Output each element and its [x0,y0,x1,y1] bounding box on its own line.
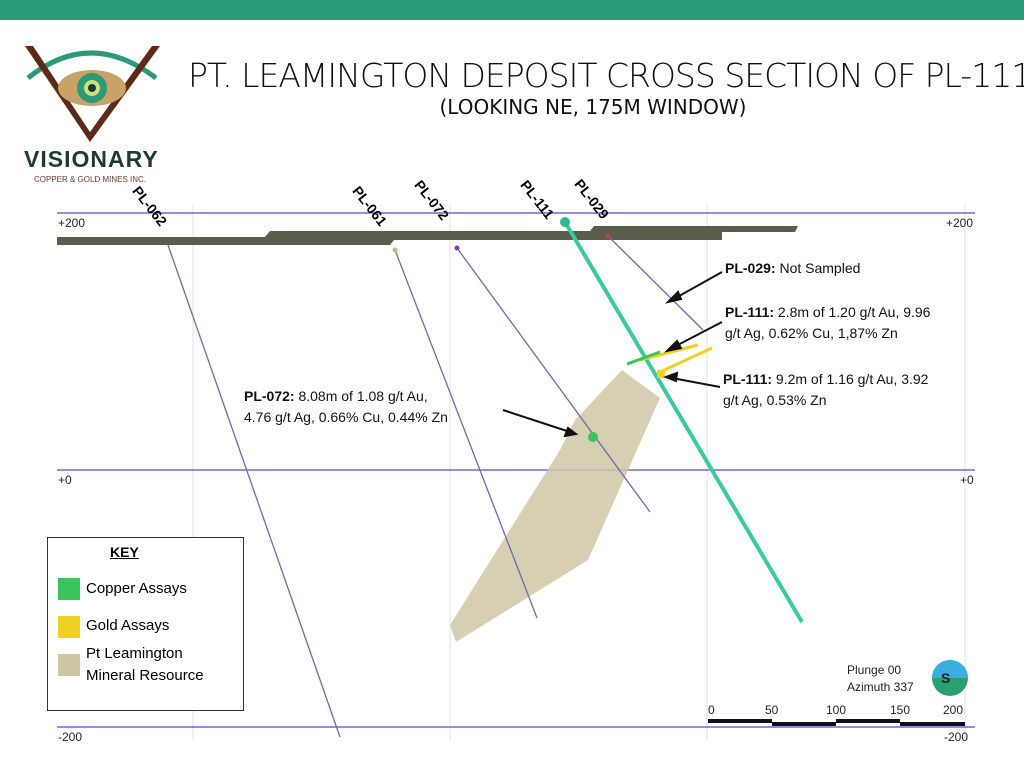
scale-label-50: 50 [765,703,779,717]
compass-icon [932,660,968,696]
logo-name: VISIONARY [24,146,159,172]
elev-label-bottom-left: -200 [58,730,83,744]
legend-swatch-copper [58,578,80,600]
trace-pl-061 [394,249,538,619]
mineral-resource-body [450,370,660,642]
copper-assay [626,350,661,366]
collar-pl-111 [560,217,570,227]
trace-pl-062 [167,244,341,738]
scale-label-150: 150 [890,703,911,717]
trace-pl-029 [607,235,704,331]
annotation-pl-029: PL-029: Not Sampled [725,260,861,276]
trace-pl-072 [456,247,651,513]
visionary-logo [25,46,160,142]
page-subtitle: (LOOKING NE, 175M WINDOW) [439,95,747,119]
surface-overburden [57,226,798,245]
gold-assay [659,346,713,374]
annotation-arrows [502,271,723,438]
legend-label-resource: Pt Leamington [86,645,183,662]
elev-label-top-left: +200 [58,216,86,230]
legend-swatch-resource [58,654,80,676]
page-title: PT. LEAMINGTON DEPOSIT CROSS SECTION OF … [188,56,1024,95]
scale-label-0: 0 [708,703,715,717]
annotation-pl-072: PL-072: 8.08m of 1.08 g/t Au,4.76 g/t Ag… [244,388,448,425]
legend-title: KEY [110,544,139,560]
legend-label-resource-2: Mineral Resource [86,667,204,684]
drill-traces [167,235,704,738]
scale-label-100: 100 [826,703,847,717]
logo-tagline: COPPER & GOLD MINES INC. [34,175,147,184]
elev-label-top-right: +200 [946,216,974,230]
legend-swatch-gold [58,616,80,638]
elev-label-mid-right: +0 [960,473,974,487]
legend-label-copper: Copper Assays [86,580,187,597]
elevation-lines [57,212,975,728]
legend-label-gold: Gold Assays [86,617,170,634]
plunge-label: Plunge 00 [847,663,902,677]
azimuth-label: Azimuth 337 [847,680,914,694]
elev-label-mid-left: +0 [58,473,72,487]
scale-label-200: 200 [943,703,964,717]
gold-assay [639,343,699,362]
gold-assay [657,370,665,378]
top-banner [0,0,1024,20]
legend: KEY Copper Assays Gold Assays Pt Leaming… [47,537,244,711]
copper-assay [588,432,598,442]
compass-letter: S [941,670,951,686]
elev-label-bottom-right: -200 [944,730,969,744]
trace-pl-111 [563,220,804,624]
scale-bar [708,719,965,726]
